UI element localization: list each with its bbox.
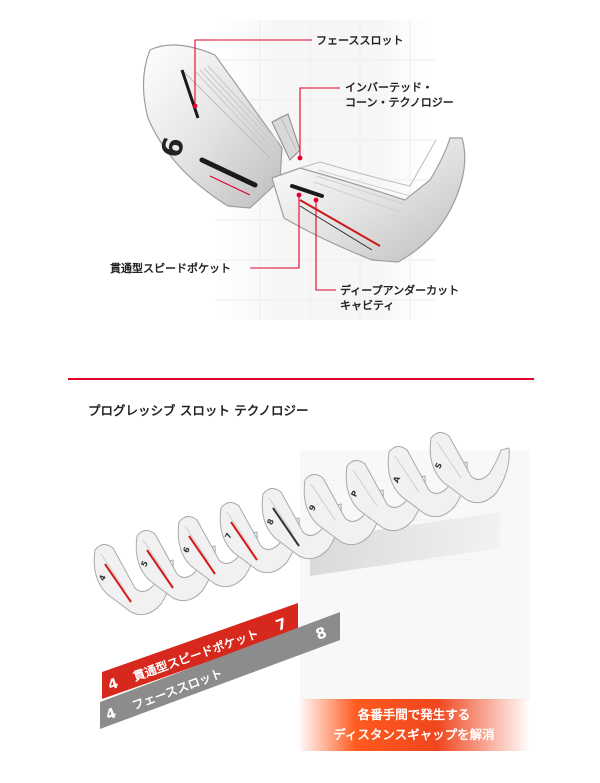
iron-head-5: 5 [135,530,216,602]
callout-inverted-cone-line1: インバーテッド・ [345,81,433,94]
cta-banner: 各番手間で発生する ディスタンスギャップを解消 [298,699,530,751]
callout-speed-pocket: 貫通型スピードポケット [110,262,231,275]
cta-line1: 各番手間で発生する [357,707,471,722]
callout-deep-undercut-line2: キャビティ [340,299,395,312]
callout-deep-undercut-line1: ディープアンダーカット [340,284,460,297]
iron-number-label: P [349,489,360,498]
iron-number-label: 6 [181,545,192,554]
iron-row: 4 5 6 7 8 9 P A S [93,432,510,616]
iron-number-label: 9 [307,503,318,512]
section-title: プログレッシブ スロット テクノロジー [88,403,309,418]
cta-line2: ディスタンスギャップを解消 [333,727,495,742]
callout-lines [194,39,340,291]
iron-number-label: A [391,474,402,484]
iron-head-S: S [429,432,510,504]
iron-number-label: S [433,461,444,470]
iron-number-label: 5 [139,559,150,568]
iron-number-label: 7 [223,531,234,540]
iron-head-heel [271,137,466,263]
callout-face-slot: フェーススロット [316,34,404,47]
shelf-bar [310,512,500,576]
iron-number-label: 8 [265,517,276,526]
callout-inverted-cone-line2: コーン・テクノロジー [345,96,454,109]
iron-number-label: 4 [97,573,108,582]
iron-head-toe [142,44,283,209]
section-divider [68,378,534,380]
